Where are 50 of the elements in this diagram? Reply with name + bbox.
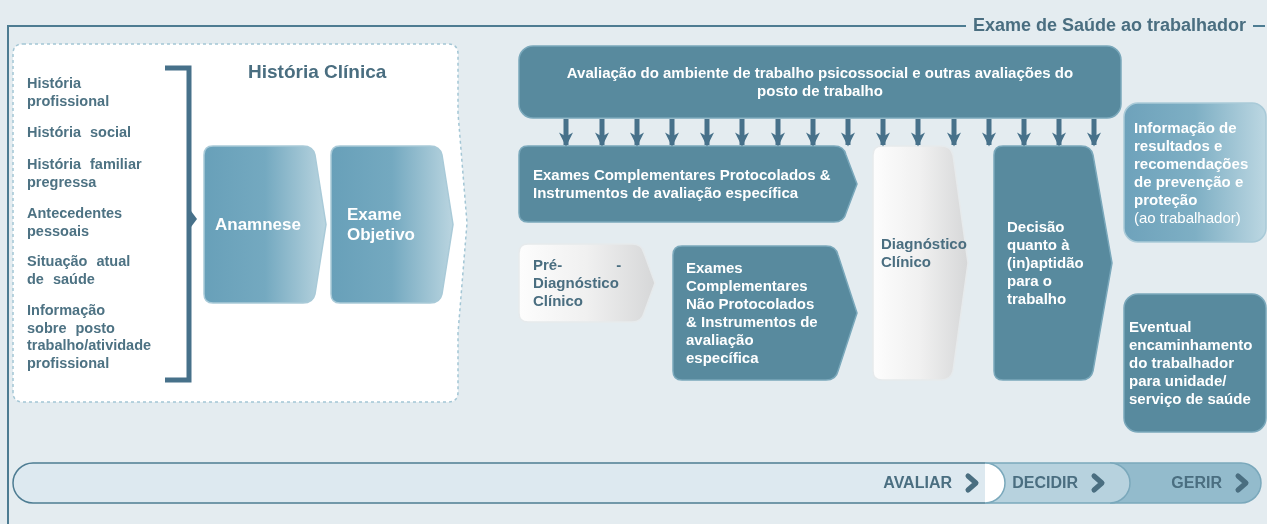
arrow [806,119,820,147]
panel-title: História Clínica [248,60,387,84]
step-label: Avaliação do ambiente de trabalho psicossocial e outras avaliações do posto de trabalho [565,64,1075,100]
step-label: Anamnese [215,214,301,235]
step-label: Pré- -Diagnóstico Clínico [533,256,623,310]
arrow [1052,119,1066,147]
list-item: História familiar pregressa [27,156,143,191]
stage-label: AVALIAR [883,474,952,492]
list-item: Antecedentes pessoais [27,205,124,240]
arrow [911,119,925,147]
arrow [630,119,644,147]
arrow [841,119,855,147]
step-label: Diagnóstico Clínico [881,235,967,271]
arrow [1017,119,1031,147]
stage-label: GERIR [1171,474,1222,492]
assessment-banner [518,45,1122,119]
stage-label: DECIDIR [1012,474,1078,492]
step-label: Informação de resultados e recomendações de prevenção e proteção [1134,118,1250,209]
arrow [559,119,573,147]
arrow [947,119,961,147]
step-label: (ao trabalhador) [1134,208,1241,227]
arrow [771,119,785,147]
process-step [872,145,969,381]
arrow [665,119,679,147]
arrow [876,119,890,147]
step-label: Exame Objetivo [347,204,416,245]
list-item: História profissional [27,75,111,110]
step-label: Exames Complementares Protocolados & Instrumentos de avaliação específica [533,166,832,202]
arrow [595,119,609,147]
arrow [1087,119,1101,147]
process-step [518,145,858,223]
process-step [993,145,1113,381]
list-item: Situação atual de saúde [27,253,132,288]
step-label: Decisão quanto à (in)aptidão para o trabalho [1007,218,1085,308]
list-item: Informação sobre posto trabalho/atividade profissional [27,302,153,372]
process-step [518,243,656,323]
arrow [735,119,749,147]
step-label: Eventual encaminhamento do trabalhador para unidade/ serviço de saúde [1129,318,1254,408]
arrow [700,119,714,147]
list-item: História social [27,124,133,142]
process-step [672,245,858,381]
process-step [330,145,454,304]
step-label: Exames Complementares Não Protocolados & Instrumentos de avaliação específica [686,259,819,367]
arrow [982,119,996,147]
outcome-box [1123,102,1267,243]
stage-pill [1110,462,1262,504]
process-step [203,145,327,304]
history-panel [12,43,468,403]
outcome-box [1123,293,1267,433]
stage-pill [12,462,985,504]
